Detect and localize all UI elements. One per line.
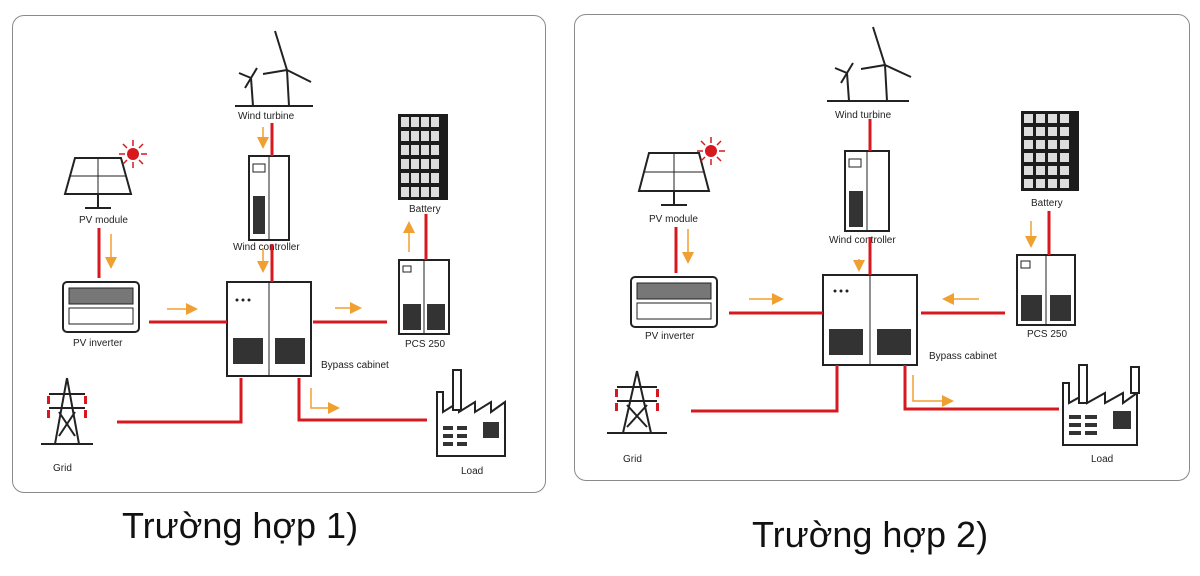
case-1-diagram: Wind turbine Wind controller Battery — [41, 30, 506, 477]
pv-module-icon — [637, 137, 725, 206]
load-label: Load — [1091, 454, 1113, 465]
power-lines — [97, 123, 428, 424]
power-lines — [674, 119, 1059, 413]
pv-module-icon — [63, 140, 147, 209]
bypass-cabinet-label: Bypass cabinet — [321, 360, 389, 371]
pv-module-label: PV module — [79, 215, 128, 226]
case-1-diagram-panel: Wind turbine Wind controller Battery — [12, 15, 546, 493]
wind-controller-label: Wind controller — [233, 242, 300, 253]
grid-tower-icon — [607, 370, 667, 434]
pcs-icon — [1016, 254, 1076, 326]
bypass-cabinet-icon — [822, 274, 918, 366]
wind-turbine-icon — [235, 30, 313, 107]
battery-icon — [398, 114, 448, 200]
pv-inverter-icon — [62, 281, 140, 333]
battery-label: Battery — [1031, 198, 1063, 209]
case-2-diagram-panel: Wind turbine Wind controller Battery — [574, 14, 1190, 481]
case-1-caption: Trường hợp 1) — [122, 505, 359, 546]
flow-arrows — [105, 127, 415, 414]
wind-controller-icon — [248, 155, 290, 241]
pv-inverter-label: PV inverter — [73, 338, 123, 349]
wind-controller-label: Wind controller — [829, 235, 896, 246]
battery-icon — [1021, 111, 1079, 191]
pv-inverter-icon — [630, 276, 718, 328]
pcs-icon — [398, 259, 450, 335]
wind-turbine-icon — [827, 26, 912, 102]
case-2-caption: Trường hợp 2) — [752, 514, 989, 555]
case-2-diagram: Wind turbine Wind controller Battery — [607, 26, 1140, 465]
grid-insulators — [615, 389, 659, 411]
load-factory-icon — [1062, 364, 1140, 446]
wind-controller-icon — [844, 150, 890, 232]
pcs-label: PCS 250 — [1027, 329, 1067, 340]
flow-arrows — [682, 221, 1037, 407]
load-factory-icon — [436, 369, 506, 457]
grid-tower-icon — [41, 377, 93, 445]
wind-turbine-label: Wind turbine — [835, 110, 892, 121]
wind-turbine-label: Wind turbine — [238, 111, 295, 122]
bypass-cabinet-label: Bypass cabinet — [929, 351, 997, 362]
battery-label: Battery — [409, 204, 441, 215]
grid-label: Grid — [53, 463, 72, 474]
load-label: Load — [461, 466, 483, 477]
pv-module-label: PV module — [649, 214, 698, 225]
bypass-cabinet-icon — [226, 281, 312, 377]
grid-label: Grid — [623, 454, 642, 465]
pcs-label: PCS 250 — [405, 339, 445, 350]
grid-insulators — [47, 396, 87, 418]
pv-inverter-label: PV inverter — [645, 331, 695, 342]
